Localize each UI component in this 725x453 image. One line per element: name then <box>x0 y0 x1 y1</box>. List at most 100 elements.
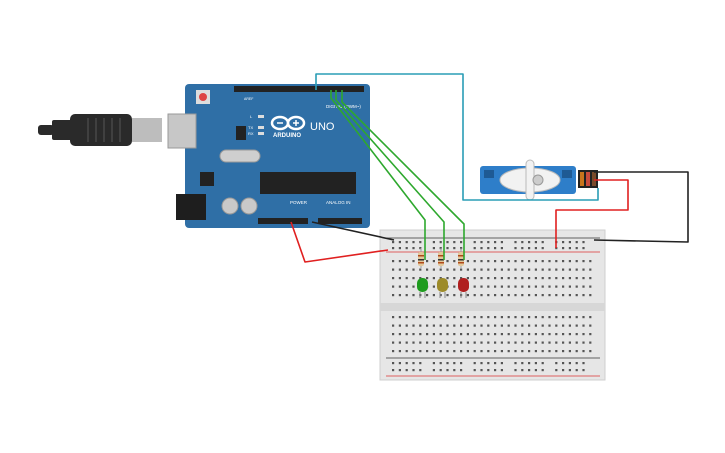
breadboard-hole[interactable] <box>589 341 592 344</box>
breadboard-hole[interactable] <box>398 247 401 250</box>
breadboard-hole[interactable] <box>548 316 551 319</box>
breadboard-hole[interactable] <box>439 316 442 319</box>
breadboard-hole[interactable] <box>568 268 571 271</box>
breadboard-hole[interactable] <box>534 247 537 250</box>
breadboard-hole[interactable] <box>568 294 571 297</box>
breadboard-hole[interactable] <box>487 350 490 353</box>
breadboard-hole[interactable] <box>460 333 463 336</box>
breadboard-hole[interactable] <box>541 316 544 319</box>
breadboard-hole[interactable] <box>466 268 469 271</box>
breadboard-hole[interactable] <box>494 350 497 353</box>
breadboard-hole[interactable] <box>398 260 401 263</box>
breadboard-hole[interactable] <box>541 277 544 280</box>
breadboard-hole[interactable] <box>494 268 497 271</box>
breadboard-hole[interactable] <box>487 277 490 280</box>
breadboard-hole[interactable] <box>453 324 456 327</box>
breadboard-hole[interactable] <box>548 294 551 297</box>
breadboard-hole[interactable] <box>412 241 415 244</box>
breadboard-hole[interactable] <box>439 241 442 244</box>
breadboard-hole[interactable] <box>548 341 551 344</box>
breadboard-hole[interactable] <box>555 285 558 288</box>
breadboard-hole[interactable] <box>541 333 544 336</box>
breadboard-hole[interactable] <box>562 324 565 327</box>
breadboard-hole[interactable] <box>392 260 395 263</box>
breadboard-hole[interactable] <box>582 294 585 297</box>
breadboard[interactable] <box>379 229 606 381</box>
breadboard-hole[interactable] <box>568 324 571 327</box>
breadboard-hole[interactable] <box>507 277 510 280</box>
breadboard-hole[interactable] <box>541 247 544 250</box>
breadboard-hole[interactable] <box>466 294 469 297</box>
breadboard-hole[interactable] <box>541 268 544 271</box>
breadboard-hole[interactable] <box>419 324 422 327</box>
breadboard-hole[interactable] <box>548 260 551 263</box>
breadboard-hole[interactable] <box>405 341 408 344</box>
breadboard-hole[interactable] <box>487 268 490 271</box>
breadboard-hole[interactable] <box>487 247 490 250</box>
breadboard-hole[interactable] <box>534 241 537 244</box>
breadboard-hole[interactable] <box>487 260 490 263</box>
servo-ground-wire[interactable] <box>593 171 689 243</box>
breadboard-hole[interactable] <box>528 260 531 263</box>
breadboard-hole[interactable] <box>521 362 524 365</box>
breadboard-hole[interactable] <box>419 316 422 319</box>
breadboard-hole[interactable] <box>575 350 578 353</box>
breadboard-hole[interactable] <box>392 362 395 365</box>
breadboard-hole[interactable] <box>507 268 510 271</box>
breadboard-hole[interactable] <box>426 268 429 271</box>
breadboard-hole[interactable] <box>541 341 544 344</box>
breadboard-hole[interactable] <box>405 350 408 353</box>
breadboard-hole[interactable] <box>412 333 415 336</box>
breadboard-hole[interactable] <box>432 285 435 288</box>
breadboard-hole[interactable] <box>473 285 476 288</box>
breadboard-hole[interactable] <box>446 277 449 280</box>
servo-signal-wire[interactable] <box>315 73 599 201</box>
breadboard-hole[interactable] <box>466 341 469 344</box>
breadboard-hole[interactable] <box>473 350 476 353</box>
breadboard-hole[interactable] <box>568 277 571 280</box>
breadboard-hole[interactable] <box>521 285 524 288</box>
breadboard-hole[interactable] <box>589 285 592 288</box>
breadboard-hole[interactable] <box>541 369 544 372</box>
breadboard-hole[interactable] <box>494 369 497 372</box>
breadboard-hole[interactable] <box>480 350 483 353</box>
breadboard-hole[interactable] <box>494 285 497 288</box>
breadboard-hole[interactable] <box>514 350 517 353</box>
breadboard-hole[interactable] <box>582 350 585 353</box>
breadboard-hole[interactable] <box>555 333 558 336</box>
breadboard-hole[interactable] <box>555 247 558 250</box>
breadboard-hole[interactable] <box>439 350 442 353</box>
arduino-gnd-wire[interactable] <box>311 221 395 241</box>
breadboard-hole[interactable] <box>575 285 578 288</box>
breadboard-hole[interactable] <box>555 260 558 263</box>
breadboard-hole[interactable] <box>534 285 537 288</box>
breadboard-hole[interactable] <box>453 294 456 297</box>
breadboard-hole[interactable] <box>405 369 408 372</box>
breadboard-hole[interactable] <box>514 324 517 327</box>
breadboard-hole[interactable] <box>582 341 585 344</box>
breadboard-hole[interactable] <box>534 369 537 372</box>
breadboard-hole[interactable] <box>514 316 517 319</box>
micro-servo[interactable] <box>480 159 598 201</box>
breadboard-hole[interactable] <box>432 294 435 297</box>
breadboard-hole[interactable] <box>575 362 578 365</box>
breadboard-hole[interactable] <box>562 260 565 263</box>
breadboard-hole[interactable] <box>534 294 537 297</box>
breadboard-hole[interactable] <box>446 350 449 353</box>
breadboard-hole[interactable] <box>466 316 469 319</box>
breadboard-hole[interactable] <box>582 324 585 327</box>
breadboard-hole[interactable] <box>575 324 578 327</box>
breadboard-hole[interactable] <box>507 294 510 297</box>
breadboard-hole[interactable] <box>392 324 395 327</box>
breadboard-hole[interactable] <box>534 277 537 280</box>
breadboard-hole[interactable] <box>582 247 585 250</box>
red-led-signal-wire[interactable] <box>341 90 465 260</box>
breadboard-hole[interactable] <box>521 247 524 250</box>
breadboard-hole[interactable] <box>487 369 490 372</box>
breadboard-hole[interactable] <box>487 362 490 365</box>
resistor-green[interactable] <box>418 248 424 268</box>
breadboard-hole[interactable] <box>426 333 429 336</box>
breadboard-hole[interactable] <box>487 341 490 344</box>
breadboard-hole[interactable] <box>426 316 429 319</box>
breadboard-hole[interactable] <box>589 350 592 353</box>
